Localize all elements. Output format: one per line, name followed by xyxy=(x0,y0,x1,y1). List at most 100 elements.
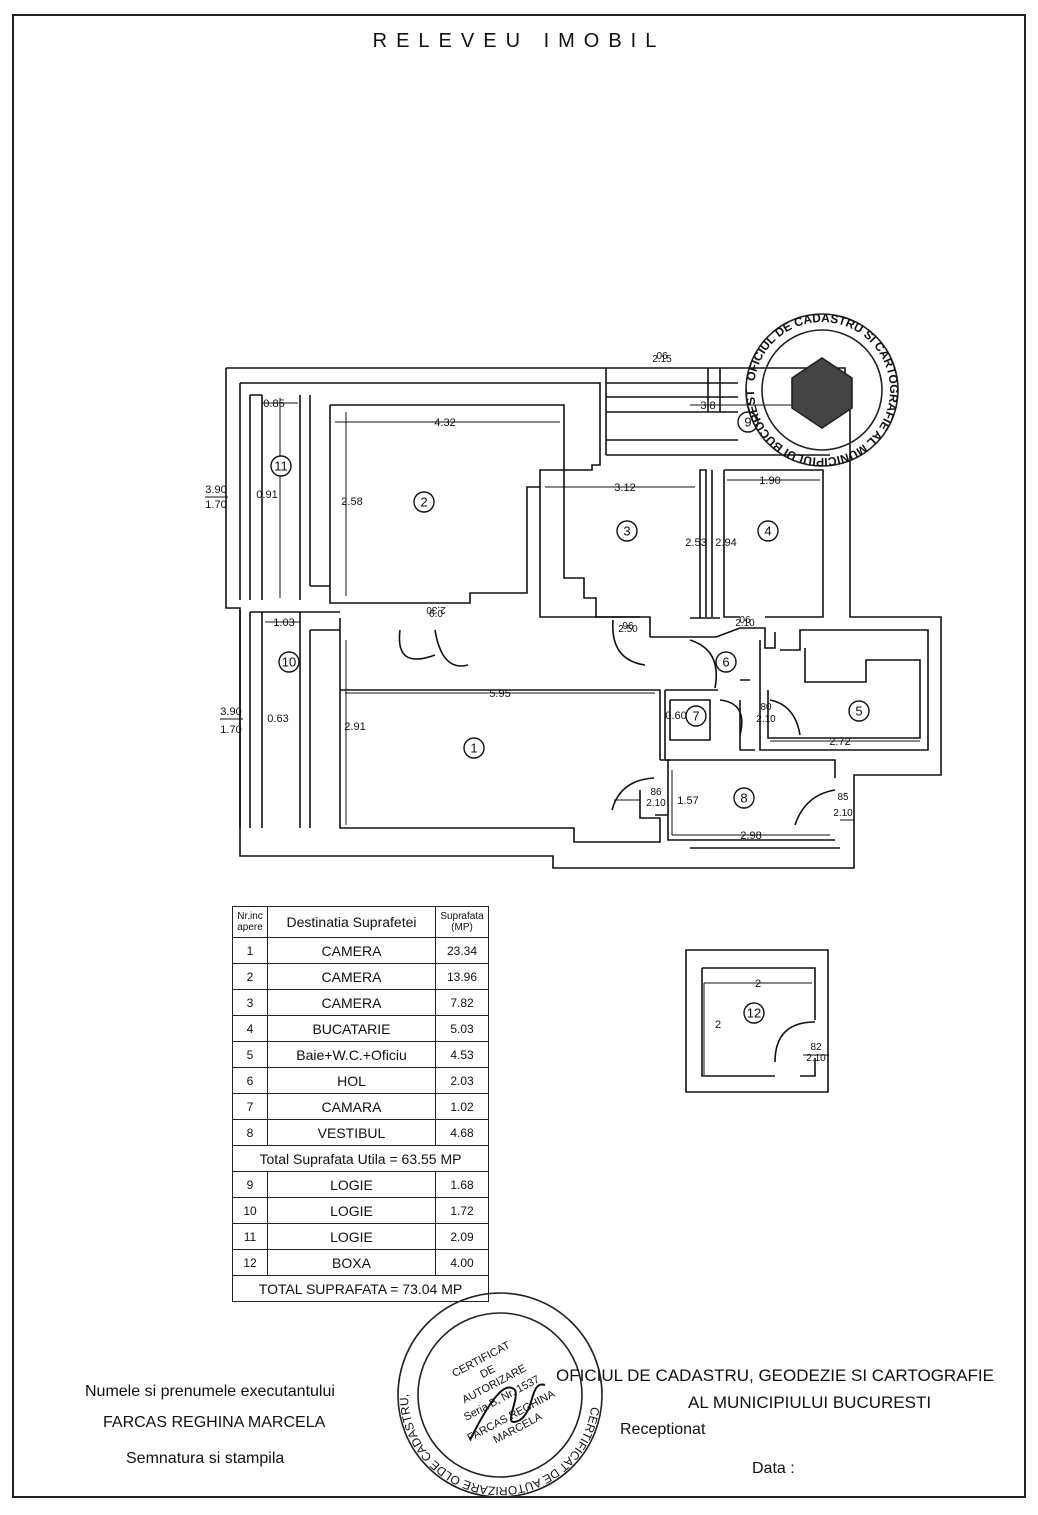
page-title: RELEVEU IMOBIL xyxy=(372,30,666,52)
office-line-2: AL MUNICIPIULUI BUCURESTI xyxy=(688,1393,932,1412)
room-8-wall xyxy=(655,759,840,849)
door-arc-7 xyxy=(719,699,743,736)
door-6-b: 2.10 xyxy=(756,714,776,725)
dim-170b: 1.70 xyxy=(220,724,241,736)
door-12-a: 82 xyxy=(810,1042,822,1053)
cell-destinatia: CAMERA xyxy=(267,989,436,1016)
room-5-wall xyxy=(759,629,929,751)
cell-nr: 2 xyxy=(232,963,268,990)
door-arc-3 xyxy=(612,619,646,666)
room-label-8: 8 xyxy=(740,791,747,806)
date-label: Data : xyxy=(752,1460,795,1477)
door-2-a: 2.30 xyxy=(426,604,446,615)
header-suprafata: Suprafata (MP) xyxy=(435,906,489,938)
cell-nr: 4 xyxy=(232,1015,268,1042)
door-arc-2 xyxy=(398,629,469,667)
dim-091: 0.91 xyxy=(256,489,277,501)
dim-258: 2.58 xyxy=(341,496,362,508)
room-marker-12 xyxy=(743,1002,765,1024)
room-label-10: 10 xyxy=(282,655,296,670)
door-4-a: 90 xyxy=(739,613,751,624)
cell-destinatia: VESTIBUL xyxy=(267,1119,436,1146)
cell-nr: 12 xyxy=(232,1249,268,1276)
cell-destinatia: LOGIE xyxy=(267,1171,436,1198)
door-arc-8r xyxy=(794,789,836,826)
outer-wall xyxy=(225,367,942,869)
box-12-outer xyxy=(685,949,829,1093)
door-top-b: 2.15 xyxy=(652,354,672,365)
room-label-12: 12 xyxy=(747,1006,761,1021)
door-arc-8 xyxy=(611,777,655,811)
cell-suprafata: 1.72 xyxy=(435,1197,489,1224)
dim-298: 2.98 xyxy=(740,830,761,842)
cell-suprafata: 7.82 xyxy=(435,989,489,1016)
dim-294: 2.94 xyxy=(715,537,736,549)
cell-suprafata: 13.96 xyxy=(435,963,489,990)
room-3-wall xyxy=(539,469,720,619)
room-label-9: 9 xyxy=(744,415,751,430)
cell-destinatia: CAMARA xyxy=(267,1093,436,1120)
room-marker-5 xyxy=(848,700,870,722)
areas-table: Nr.inc apere Destinatia Suprafetei Supra… xyxy=(232,906,489,1302)
door-6-a: 80 xyxy=(760,702,772,713)
cell-destinatia: Baie+W.C.+Oficiu xyxy=(267,1041,436,1068)
dim-2-left: 2 xyxy=(715,1019,721,1031)
dim-063: 0.63 xyxy=(267,713,288,725)
cell-suprafata: 4.53 xyxy=(435,1041,489,1068)
door-arc-12 xyxy=(774,1021,816,1063)
room-4-wall xyxy=(711,469,824,618)
dim-253: 2.53 xyxy=(685,537,706,549)
cell-suprafata: 4.00 xyxy=(435,1249,489,1276)
dim-38: 3.8 xyxy=(700,400,715,412)
signature-label: Semnatura si stampila xyxy=(126,1450,285,1467)
office-line-1: OFICIUL DE CADASTRU, GEODEZIE SI CARTOGR… xyxy=(556,1366,994,1385)
total-row: TOTAL SUPRAFATA = 73.04 MP xyxy=(232,1275,489,1302)
loggia-11 xyxy=(239,383,330,600)
box-12-inner xyxy=(701,967,816,1077)
door-top-a: 90 xyxy=(656,349,668,360)
cell-destinatia: HOL xyxy=(267,1067,436,1094)
cell-destinatia: LOGIE xyxy=(267,1223,436,1250)
door-3-b: 2.50 xyxy=(618,624,638,635)
cell-nr: 8 xyxy=(232,1119,268,1146)
door-3-a: 96 xyxy=(622,619,634,630)
dim-103: 1.03 xyxy=(273,617,294,629)
room-label-11: 11 xyxy=(274,459,288,474)
subtotal-row: Total Suprafata Utila = 63.55 MP xyxy=(232,1145,489,1172)
room-marker-8 xyxy=(733,787,755,809)
office-stamp xyxy=(745,313,899,467)
door-8r-a: 85 xyxy=(837,792,849,803)
room-label-2: 2 xyxy=(420,495,427,510)
dim-312: 3.12 xyxy=(614,482,635,494)
door-8-b: 2.10 xyxy=(646,798,666,809)
received-label: Receptionat xyxy=(620,1421,706,1438)
room-marker-10 xyxy=(278,651,300,673)
door-2-b: 6.0 xyxy=(429,609,443,620)
room-label-6: 6 xyxy=(722,655,729,670)
cell-nr: 7 xyxy=(232,1093,268,1120)
room-label-5: 5 xyxy=(855,704,862,719)
dim-272: 2.72 xyxy=(829,736,850,748)
loggia-10 xyxy=(239,610,340,828)
dim-390a: 3.90 xyxy=(205,484,226,496)
cell-nr: 11 xyxy=(232,1223,268,1250)
dim-190: 1.90 xyxy=(759,475,780,487)
header-nr: Nr.inc apere xyxy=(232,906,268,938)
cell-destinatia: CAMERA xyxy=(267,937,436,964)
room-label-3: 3 xyxy=(623,524,630,539)
door-arc-6 xyxy=(689,639,717,689)
room-marker-6 xyxy=(715,651,737,673)
page-frame xyxy=(12,14,1026,1498)
cell-nr: 10 xyxy=(232,1197,268,1224)
cell-suprafata: 1.02 xyxy=(435,1093,489,1120)
loggia-9-lines xyxy=(605,368,830,456)
door-12-b: 2.10 xyxy=(806,1053,826,1064)
dim-390b: 3.90 xyxy=(220,706,241,718)
door-arc-5 xyxy=(769,699,801,736)
